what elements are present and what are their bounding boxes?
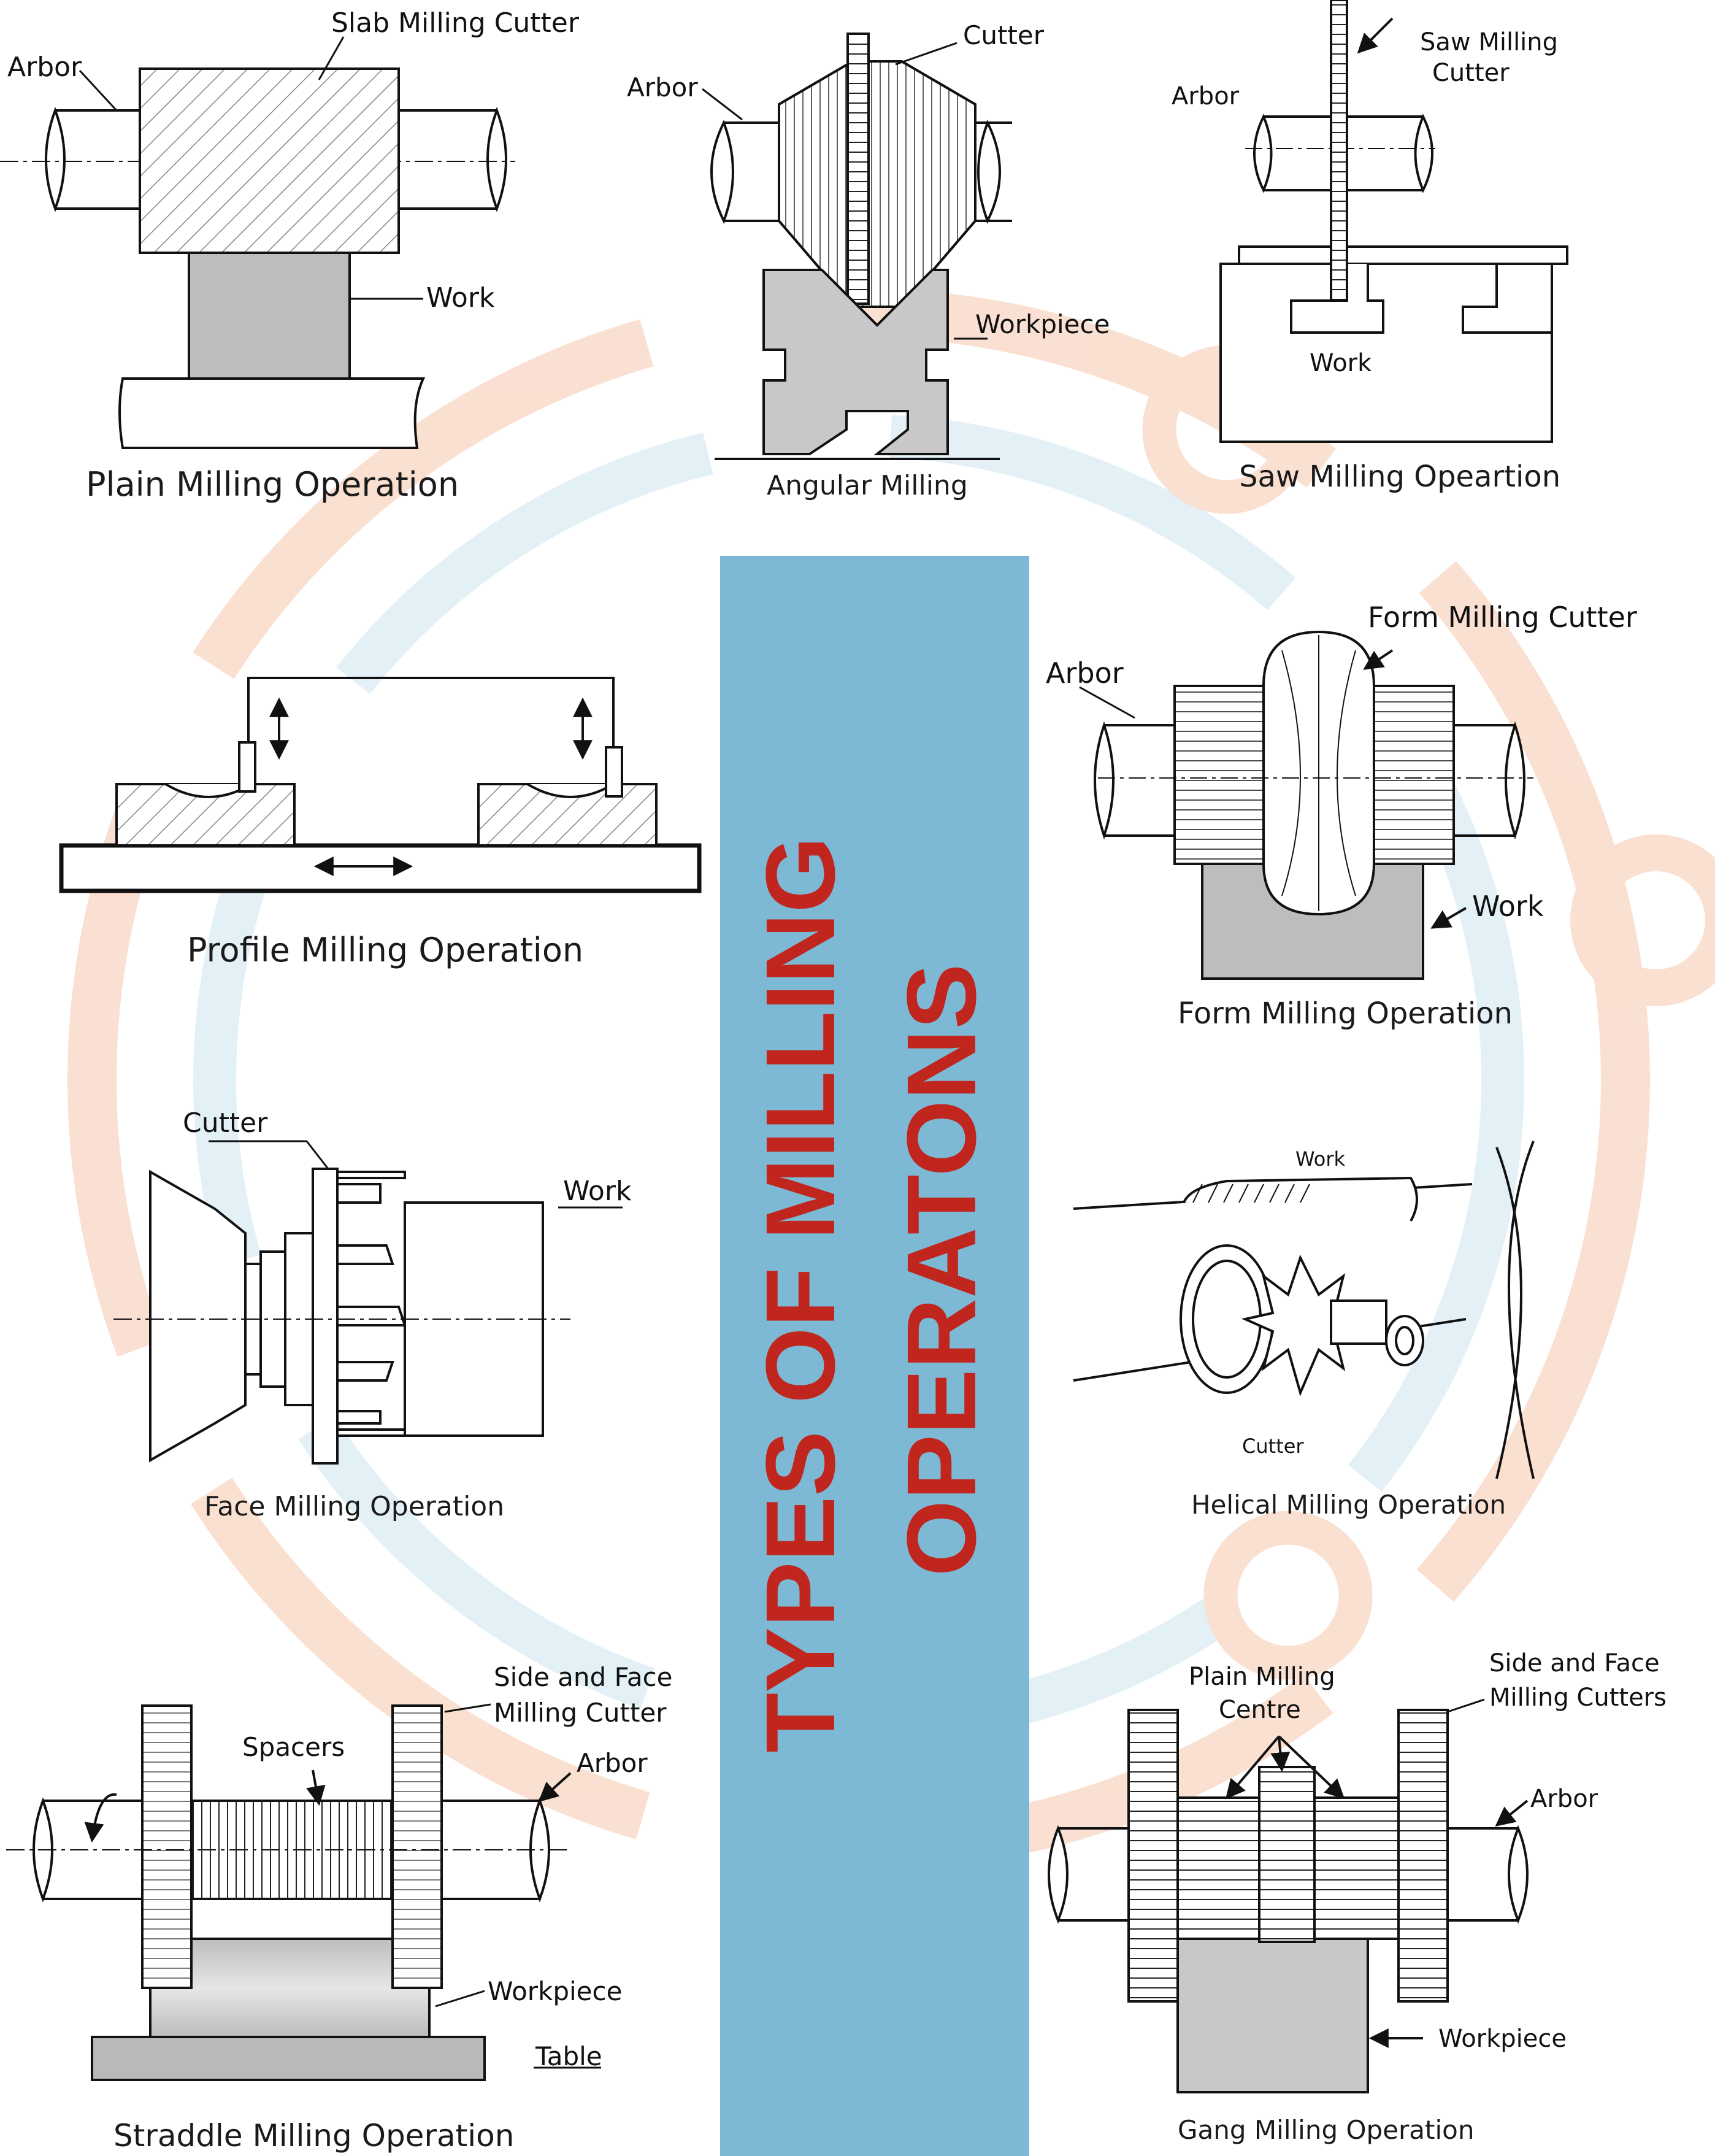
face-cutter-label: Cutter bbox=[183, 1107, 268, 1139]
profile-milling-diagram bbox=[59, 677, 702, 893]
plain-cutter-label: Slab Milling Cutter bbox=[331, 7, 580, 39]
gang-cutters-label-1: Side and Face bbox=[1489, 1649, 1660, 1677]
angular-arbor-label: Arbor bbox=[627, 72, 698, 102]
straddle-spacers-label: Spacers bbox=[242, 1732, 345, 1762]
plain-milling-diagram bbox=[0, 36, 515, 449]
saw-cutter-label-1: Saw Milling bbox=[1420, 28, 1558, 56]
title-line-1: TYPES OF MILLING bbox=[745, 836, 855, 1752]
saw-work-label: Work bbox=[1310, 349, 1372, 377]
gang-workpiece-label: Workpiece bbox=[1438, 2025, 1567, 2053]
form-caption: Form Milling Operation bbox=[1178, 996, 1513, 1031]
saw-caption: Saw Milling Opeartion bbox=[1239, 460, 1560, 494]
face-milling-diagram bbox=[113, 1140, 623, 1465]
form-work-label: Work bbox=[1472, 890, 1544, 923]
straddle-table-label: Table bbox=[535, 2041, 602, 2071]
angular-cutter-label: Cutter bbox=[963, 20, 1045, 50]
helical-milling-diagram bbox=[1073, 1141, 1535, 1479]
plain-work-label: Work bbox=[426, 282, 495, 314]
saw-arbor-label: Arbor bbox=[1172, 82, 1240, 110]
form-cutter-label: Form Milling Cutter bbox=[1368, 601, 1637, 634]
face-work-label: Work bbox=[563, 1176, 632, 1207]
helical-work-label: Work bbox=[1295, 1147, 1346, 1171]
gang-cutters-label-2: Milling Cutters bbox=[1489, 1684, 1667, 1712]
plain-caption: Plain Milling Operation bbox=[86, 465, 459, 504]
saw-cutter-label-2: Cutter bbox=[1432, 59, 1510, 87]
gang-centre-label-1: Plain Milling bbox=[1189, 1663, 1335, 1691]
gang-milling-diagram bbox=[1048, 1698, 1529, 2093]
gang-arbor-label: Arbor bbox=[1530, 1785, 1598, 1813]
angular-caption: Angular Milling bbox=[767, 470, 968, 501]
face-caption: Face Milling Operation bbox=[204, 1491, 504, 1522]
gang-caption: Gang Milling Operation bbox=[1178, 2115, 1474, 2145]
angular-milling-diagram bbox=[702, 33, 1012, 460]
saw-milling-diagram bbox=[1219, 0, 1568, 443]
gang-centre-label-2: Centre bbox=[1219, 1696, 1301, 1724]
helical-cutter-label: Cutter bbox=[1242, 1434, 1304, 1458]
title-band: TYPES OF MILLING OPERATONS bbox=[720, 556, 1029, 2156]
profile-caption: Profile Milling Operation bbox=[187, 931, 583, 969]
straddle-workpiece-label: Workpiece bbox=[488, 1976, 622, 2006]
angular-workpiece-label: Workpiece bbox=[975, 309, 1110, 339]
straddle-cutter-label-1: Side and Face bbox=[494, 1662, 673, 1692]
straddle-caption: Straddle Milling Operation bbox=[113, 2118, 514, 2154]
helical-caption: Helical Milling Operation bbox=[1191, 1490, 1506, 1520]
title-band-background bbox=[720, 556, 1029, 2156]
plain-arbor-label: Arbor bbox=[7, 52, 82, 83]
straddle-cutter-label-2: Milling Cutter bbox=[494, 1698, 667, 1728]
form-arbor-label: Arbor bbox=[1046, 656, 1124, 690]
title-line-2: OPERATONS bbox=[886, 964, 996, 1577]
straddle-milling-diagram bbox=[6, 1703, 601, 2081]
form-milling-diagram bbox=[1079, 630, 1533, 980]
straddle-arbor-label: Arbor bbox=[577, 1748, 648, 1778]
